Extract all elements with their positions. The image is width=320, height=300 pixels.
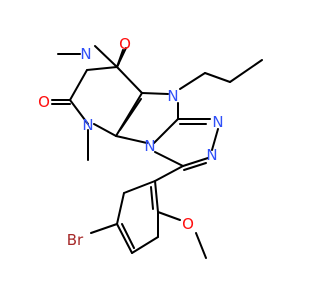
bond: [115, 135, 148, 144]
bond: [179, 72, 206, 90]
bond: [69, 99, 89, 125]
bond: [121, 223, 135, 249]
bond: [204, 72, 231, 83]
atom-n-triazole-right: N: [212, 113, 223, 131]
bonds: [51, 45, 263, 259]
bond: [154, 165, 184, 182]
atom-n-pyrimidine-top: N: [80, 45, 91, 63]
bond: [116, 66, 143, 94]
bond: [150, 186, 154, 210]
bond: [195, 232, 207, 259]
atom-labels: O N O N N N N N Br O: [38, 35, 224, 249]
bond: [116, 192, 125, 225]
bond: [123, 180, 156, 194]
bond: [182, 157, 209, 167]
atom-n-triazole-bottom: N: [206, 146, 217, 164]
bond: [93, 123, 117, 137]
atom-n-fused: N: [144, 137, 155, 155]
bond: [69, 69, 88, 101]
bond: [116, 47, 127, 68]
atom-n-pyrimidine-bottom: N: [82, 116, 93, 134]
bond: [141, 92, 169, 95]
bond: [116, 223, 133, 254]
atom-o-left: O: [38, 93, 50, 111]
bond: [94, 45, 118, 68]
bond: [211, 128, 219, 151]
bond: [229, 59, 263, 83]
bond: [86, 66, 118, 71]
atom-o-top: O: [119, 35, 131, 53]
molecule-structure: O N O N N N N N Br O: [38, 35, 263, 259]
atom-br: Br: [67, 231, 84, 249]
bond: [90, 223, 118, 234]
bond: [154, 180, 159, 213]
bond: [153, 118, 179, 144]
bond: [119, 98, 142, 131]
bond: [154, 151, 184, 167]
bond: [157, 211, 181, 221]
atom-o-methoxy: O: [182, 215, 194, 233]
atom-n-propyl: N: [167, 87, 178, 105]
bond: [183, 162, 207, 171]
bond: [131, 236, 159, 254]
